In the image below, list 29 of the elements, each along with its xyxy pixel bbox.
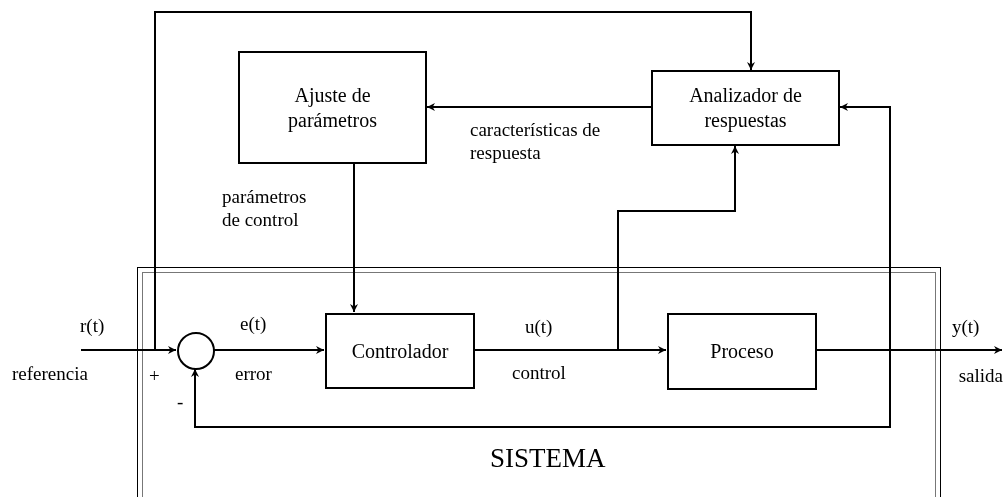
signal-label: referencia [12, 362, 88, 385]
process-box [651, 70, 840, 146]
signal-label: e(t) [240, 312, 267, 335]
summing-junction [177, 332, 215, 370]
arrow [213, 346, 325, 354]
signal-label: + [149, 364, 160, 387]
signal-label: y(t) [952, 315, 980, 338]
signal-label: salida [958, 364, 1003, 387]
signal-label: u(t) [525, 315, 553, 338]
system-frame [137, 267, 941, 497]
edge-label: características de respuesta [470, 118, 602, 164]
arrow [191, 349, 891, 428]
process-box [325, 313, 475, 389]
box-label: Controlador [351, 338, 449, 364]
arrow [154, 11, 755, 351]
box-label: Ajuste de parámetros [287, 82, 378, 133]
arrow [80, 346, 177, 354]
process-box [667, 313, 817, 390]
frame-title: SISTEMA [490, 443, 606, 473]
arrow [426, 103, 652, 111]
signal-label: - [177, 390, 184, 413]
signal-label: control [512, 361, 566, 384]
arrow [350, 163, 358, 313]
box-label: Proceso [710, 339, 774, 364]
process-box [238, 51, 427, 164]
signal-label: r(t) [80, 314, 105, 337]
edge-label: parámetros de control [222, 185, 308, 231]
signal-label: error [235, 362, 272, 385]
box-label: Analizador de respuestas [688, 83, 803, 133]
